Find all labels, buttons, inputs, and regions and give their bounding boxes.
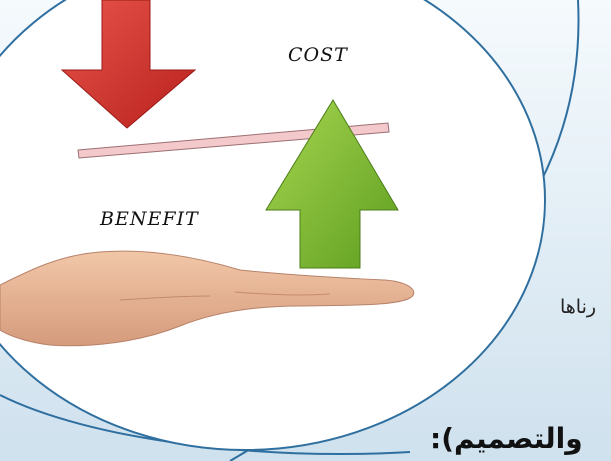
section-heading-fragment: والتصميم): (430, 422, 583, 455)
benefit-arrow-icon (265, 99, 399, 269)
body-text-fragment: رناها (560, 296, 597, 318)
cost-arrow-icon (60, 0, 197, 129)
balance-bar (77, 122, 390, 159)
cost-label: COST (288, 44, 348, 66)
benefit-label: BENEFIT (100, 208, 199, 230)
open-hand-icon (0, 250, 415, 347)
